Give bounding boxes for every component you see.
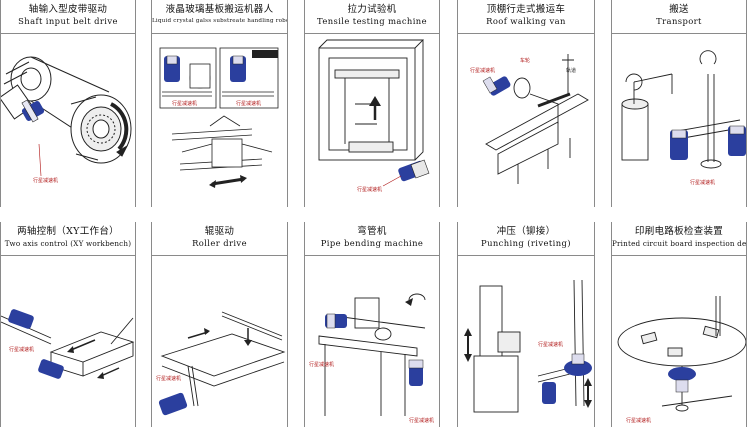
- title-divider: [458, 33, 594, 34]
- reducer-label: 行星减速机: [470, 67, 495, 74]
- title-divider: [458, 255, 594, 256]
- title-divider: [612, 33, 746, 34]
- panel-title-en: Two axis control (XY workbench): [4, 239, 132, 248]
- panel-title-zh: 顶棚行走式搬运车: [486, 4, 566, 15]
- panel-title-zh: 拉力试验机: [347, 4, 397, 15]
- panel-title-en: Pipe bending machine: [320, 238, 424, 248]
- reducer-label: 行星减速机: [409, 417, 434, 424]
- title-divider: [305, 255, 439, 256]
- title-divider: [1, 255, 135, 256]
- pcb-inspection-illustration: 行星减速机: [617, 296, 746, 424]
- panel-title-zh: 液晶玻璃基板搬运机器人: [165, 4, 274, 15]
- title-divider: [152, 255, 287, 256]
- roller-drive-illustration: 行星减速机: [156, 311, 286, 416]
- panel-title-zh: 冲压（铆接）: [496, 226, 556, 237]
- reducer-label: 行星减速机: [309, 361, 334, 368]
- title-divider: [305, 33, 439, 34]
- panel-title-en: Liquid crystal galss substreate handling…: [152, 18, 288, 24]
- belt-drive-illustration: 行星减速机: [1, 56, 132, 184]
- panel-two-axis-control: 两轴控制（XY工作台） Two axis control (XY workbenc…: [0, 222, 136, 427]
- reducer-label: 行星减速机: [538, 341, 563, 348]
- reducer-label: 行星减速机: [236, 100, 261, 107]
- reducer-label: 行星减速机: [690, 179, 715, 186]
- panel-title-en: Printed circuit board inspection device: [612, 239, 747, 248]
- xy-table-illustration: 行星减速机: [1, 309, 135, 379]
- reducer-label: 行星减速机: [33, 177, 58, 184]
- panel-title-en: Roof walking van: [486, 16, 566, 26]
- punch-press-illustration: 行星减速机: [464, 279, 592, 413]
- title-divider: [1, 33, 135, 34]
- panel-title-zh: 辊驱动: [204, 226, 235, 237]
- reducer-label: 行星减速机: [357, 186, 382, 193]
- panel-title-en: Transport: [656, 16, 702, 26]
- pipe-bender-illustration: 行星减速机 行星减速机: [309, 293, 434, 424]
- rail-label: 轨道: [566, 67, 576, 74]
- panel-title-en: Punching (riveting): [481, 238, 571, 248]
- panel-title-en: Roller drive: [192, 238, 247, 248]
- panel-punching-riveting: 冲压（铆接）Punching (riveting) 行星减速机: [457, 222, 595, 427]
- panel-lcd-handling-robot: 液晶玻璃基板搬运机器人 Liquid crystal galss substrea…: [151, 0, 288, 207]
- panel-title-zh: 弯管机: [357, 226, 387, 237]
- tensile-tester-illustration: 行星减速机: [318, 39, 430, 193]
- panel-title-zh: 印刷电路板检查装置: [634, 226, 724, 237]
- transport-illustration: 行星减速机: [621, 50, 746, 186]
- title-divider: [612, 255, 746, 256]
- panel-title-zh: 轴输入型皮带驱动: [28, 4, 108, 15]
- panel-title-en: Shaft input belt drive: [18, 16, 118, 26]
- panel-title-zh: 搬送: [669, 4, 689, 15]
- roof-van-illustration: 行星减速机 车轮 轨道: [470, 54, 589, 184]
- reducer-label: 行星减速机: [156, 375, 181, 382]
- panel-pcb-inspection-device: 印刷电路板检查装置 Printed circuit board inspectio…: [611, 222, 747, 427]
- reducer-label: 行星减速机: [9, 346, 34, 353]
- lcd-robot-illustration: 行星减速机 行星减速机: [159, 47, 279, 188]
- reducer-label: 行星减速机: [172, 100, 197, 107]
- panel-title-en: Tensile testing machine: [317, 16, 427, 26]
- wheel-label: 车轮: [520, 57, 530, 64]
- panel-title-zh: 两轴控制（XY工作台）: [17, 226, 119, 237]
- reducer-label: 行星减速机: [626, 417, 651, 424]
- title-divider: [152, 33, 287, 34]
